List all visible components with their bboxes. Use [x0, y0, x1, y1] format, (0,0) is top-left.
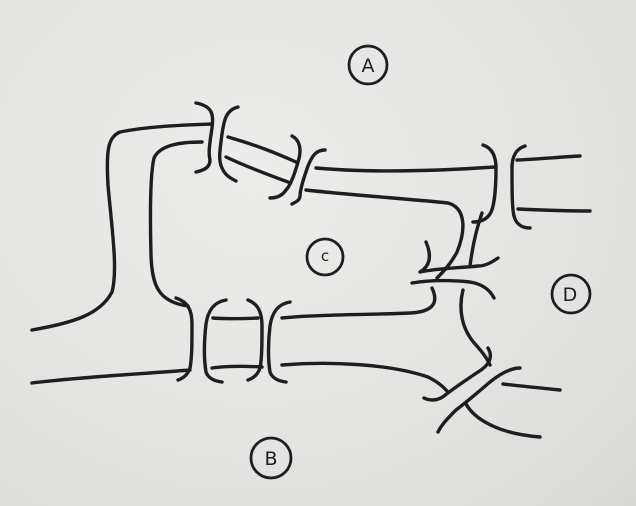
upper-channel-north-bank-east: [314, 165, 497, 173]
island-c-north-east: [304, 188, 465, 280]
label-d: D: [563, 284, 578, 306]
label-a: A: [362, 55, 375, 77]
bridges: [174, 101, 532, 434]
label-d-circle: [550, 273, 592, 315]
label-d-group: D: [550, 273, 592, 315]
label-c-circle: [305, 237, 345, 277]
d-south-east-lower: [464, 402, 542, 439]
river-banks: [30, 122, 592, 439]
bridge-3: [471, 143, 532, 230]
bridge-6: [246, 298, 292, 384]
south-bank-west: [30, 368, 192, 385]
island-c-north-west: [148, 140, 204, 308]
d-south-east-upper: [501, 382, 562, 392]
island-c-south-east: [280, 286, 437, 320]
d-west-bank-lower: [459, 288, 492, 367]
east-channel-north: [515, 154, 582, 162]
bridge-2: [268, 134, 327, 206]
island-c-south-mid: [211, 316, 260, 321]
label-b: B: [264, 448, 277, 470]
bridge-4: [410, 240, 500, 300]
label-c: c: [321, 247, 329, 265]
d-west-bank-upper: [468, 211, 484, 268]
island-c-north-inner: [224, 155, 290, 184]
label-b-circle: [249, 436, 293, 480]
label-a-circle: [347, 44, 389, 86]
bridge-7: [422, 346, 522, 434]
south-bank-east: [280, 361, 450, 394]
bridge-1: [194, 101, 240, 183]
outer-bank-north-west: [30, 122, 214, 332]
bridge-5: [174, 296, 228, 384]
upper-channel-north-bank: [226, 135, 298, 164]
label-c-group: c: [305, 237, 345, 277]
south-bank-mid: [210, 364, 264, 370]
east-channel-south: [516, 207, 592, 213]
label-a-group: A: [347, 44, 389, 86]
label-b-group: B: [249, 436, 293, 480]
